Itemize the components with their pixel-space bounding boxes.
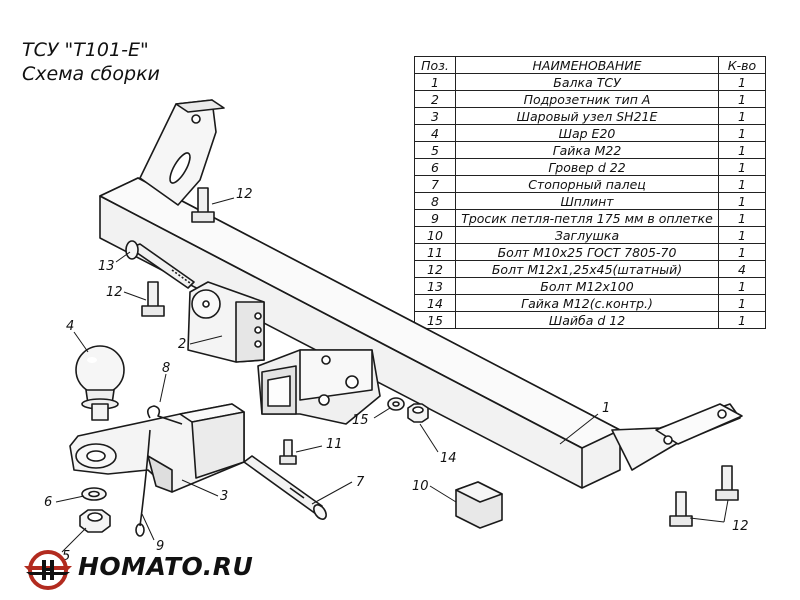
row-pos: 12 <box>414 260 456 278</box>
socket-plate <box>187 281 265 363</box>
callout-10: 10 <box>412 479 429 494</box>
tow-ball <box>75 345 125 421</box>
row-name: Стопорный палец <box>455 175 719 193</box>
bolt-right-2 <box>669 491 693 527</box>
long-bolt <box>125 240 195 289</box>
cotter-pin <box>146 405 183 425</box>
row-pos: 15 <box>414 311 456 329</box>
callout-12-right: 12 <box>732 519 749 534</box>
callout-2: 2 <box>178 337 186 352</box>
title-line-2: Схема сборки <box>22 63 160 85</box>
brand-wing-logo-icon <box>24 550 72 590</box>
lock-nut-m12 <box>407 403 429 423</box>
washer-d12 <box>387 397 405 411</box>
callout-15: 15 <box>352 413 369 428</box>
spring-washer <box>81 487 107 501</box>
row-qty: 1 <box>718 311 766 329</box>
row-name: Болт М12х100 <box>455 277 719 295</box>
callout-12-left: 12 <box>106 285 123 300</box>
callout-13: 13 <box>98 259 115 274</box>
callout-12-top: 12 <box>236 187 253 202</box>
bolt-top <box>191 187 215 223</box>
callout-6: 6 <box>44 495 52 510</box>
drawing-title: ТСУ "Т101-Е" Схема сборки <box>22 38 160 86</box>
callout-9: 9 <box>156 539 164 554</box>
brand-name: HOMATO.RU <box>78 552 254 581</box>
safety-cable <box>135 429 151 537</box>
row-name: Шайба d 12 <box>455 311 719 329</box>
tow-bar-beam <box>99 99 743 489</box>
row-name: Шплинт <box>455 192 719 210</box>
callout-14: 14 <box>440 451 457 466</box>
callout-1: 1 <box>602 401 610 416</box>
row-name: Болт М12х1,25х45(штатный) <box>455 260 719 278</box>
callout-11: 11 <box>326 437 343 452</box>
callout-7: 7 <box>356 475 365 490</box>
callout-4: 4 <box>66 319 74 334</box>
locking-pin <box>243 455 327 520</box>
bolt-right-1 <box>715 465 739 501</box>
row-name: Шаровый узел SH21E <box>455 107 719 125</box>
callout-8: 8 <box>162 361 170 376</box>
callout-5: 5 <box>62 549 70 564</box>
bolt-left <box>141 281 165 317</box>
small-bolt <box>279 439 297 465</box>
leader-lines <box>55 197 729 553</box>
plug-cap <box>455 481 503 529</box>
hex-nut <box>79 509 111 533</box>
ball-mount <box>69 403 245 493</box>
callout-3: 3 <box>220 489 228 504</box>
title-line-1: ТСУ "Т101-Е" <box>22 39 149 61</box>
